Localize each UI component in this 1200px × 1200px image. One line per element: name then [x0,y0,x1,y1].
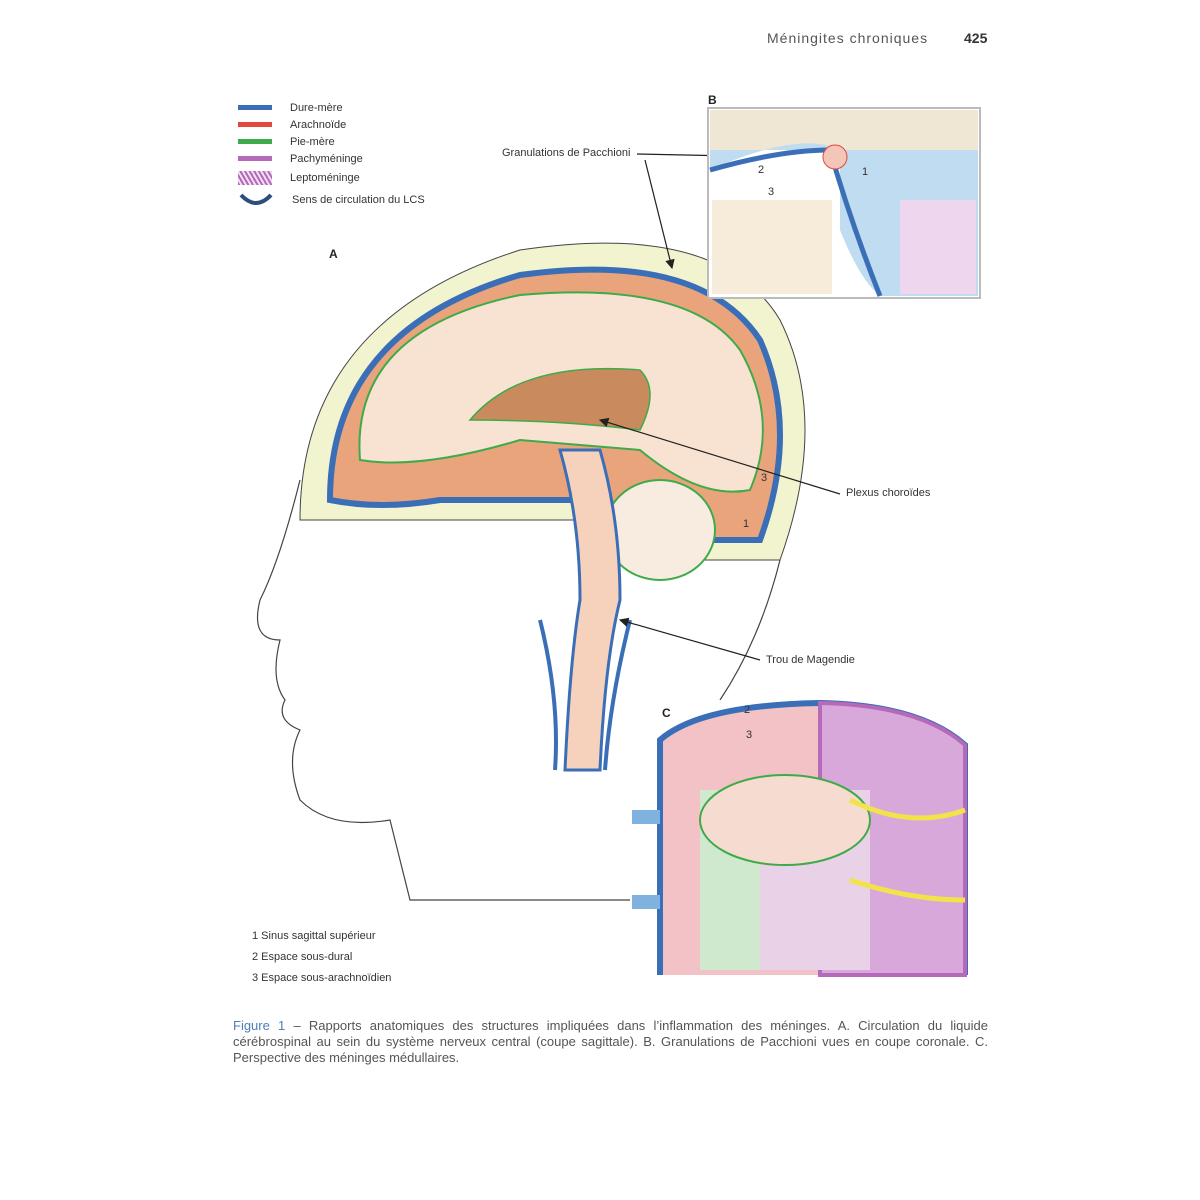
legend-label: Sens de circulation du LCS [292,194,425,206]
legend-item-lcs: Sens de circulation du LCS [238,189,425,211]
caption-text: – Rapports anatomiques des structures im… [233,1018,988,1065]
key-item: 1 Sinus sagittal supérieur [252,930,376,942]
label-plexus: Plexus choroïdes [846,487,931,499]
legend-label: Dure-mère [290,101,343,114]
legend-label: Leptoméninge [290,172,360,184]
key-item: 2 Espace sous-dural [252,951,353,963]
head-profile [256,479,630,901]
legend-swatch [238,105,272,110]
number-2-b: 2 [758,164,765,176]
number-3-c: 3 [746,729,753,741]
legend-item-arachnoide: Arachnoïde [238,116,425,133]
figure-key: 1 Sinus sagittal supérieur 2 Espace sous… [252,926,391,989]
figure-caption: Figure 1 – Rapports anatomiques des stru… [233,1018,988,1066]
legend-item-pachymeninge: Pachyméninge [238,150,425,167]
legend-label: Arachnoïde [290,118,347,131]
label-magendie: Trou de Magendie [766,654,855,666]
legend-swatch [238,139,272,144]
legend-swatch [238,156,272,161]
legend-label: Pie-mère [290,135,335,148]
legend-item-pie-mere: Pie-mère [238,133,425,150]
circulation-arrow-icon [238,191,274,210]
number-2-c: 2 [744,704,751,716]
panel-b-label: B [708,93,717,107]
legend-item-leptomeninge: Leptoméninge [238,167,425,189]
spinal-cord [558,448,622,772]
panel-a-label: A [329,247,338,261]
number-3-b: 3 [768,186,775,198]
running-title: Méningites chroniques [767,30,929,46]
legend-item-dure-mere: Dure-mère [238,99,425,116]
figure-label: Figure 1 [233,1018,286,1033]
figure-legend: Dure-mère Arachnoïde Pie-mère Pachyménin… [238,99,425,211]
key-item: 3 Espace sous-arachnoïdien [252,972,392,984]
panel-c-label: C [662,706,671,720]
label-pacchioni: Granulations de Pacchioni [502,147,631,159]
panel-c-inset [632,699,980,985]
legend-swatch [238,122,272,127]
number-1-a: 1 [743,518,750,530]
anatomical-illustration [256,107,981,985]
number-3-a: 3 [761,472,768,484]
legend-label: Pachyméninge [290,152,363,165]
panel-b-inset [707,107,981,299]
page-number: 425 [964,30,988,46]
cerebellum [604,479,716,581]
legend-swatch-hatched [238,171,272,185]
number-1-b: 1 [862,166,869,178]
